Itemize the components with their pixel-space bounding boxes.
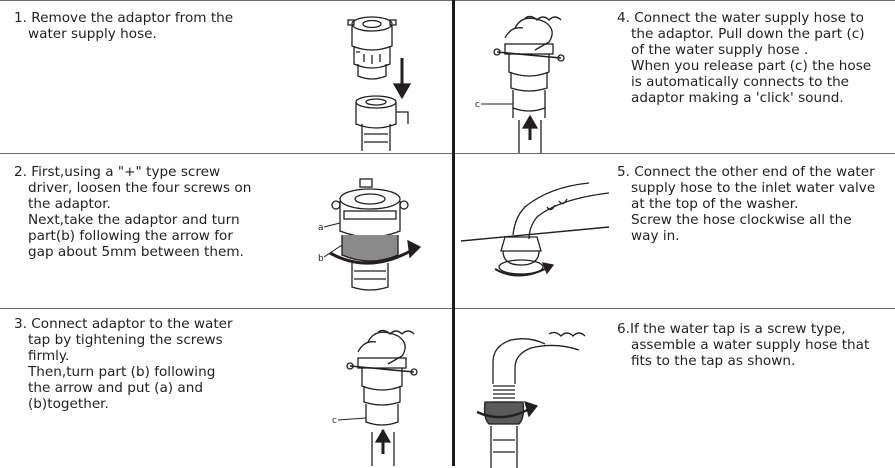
- step-4-line-6: adaptor making a 'click' sound.: [617, 90, 871, 106]
- step-4-line-1: 4. Connect the water supply hose to: [617, 10, 871, 26]
- step-2-line-4: Next,take the adaptor and turn: [14, 212, 251, 228]
- step-3-line-4: Then,turn part (b) following: [14, 364, 233, 380]
- step-5-line-2: supply hose to the inlet water valve: [617, 180, 875, 196]
- inlet-valve-illustration: [459, 177, 619, 287]
- step-2-text: 2. First,using a "+" type screw driver, …: [14, 164, 251, 260]
- step-2-line-1: 2. First,using a "+" type screw: [14, 164, 251, 180]
- step-3-line-6: (b)together.: [14, 396, 233, 412]
- step-6-line-3: fits to the tap as shown.: [617, 353, 869, 369]
- label-c: c: [475, 100, 480, 110]
- step-5-line-3: at the top of the washer.: [617, 196, 875, 212]
- step-3-cell: 3. Connect adaptor to the water tap by t…: [0, 308, 452, 468]
- label-c: c: [332, 416, 337, 426]
- step-4-line-5: is automatically connects to the: [617, 74, 871, 90]
- step-5-line-5: way in.: [617, 228, 875, 244]
- step-6-text: 6.If the water tap is a screw type, asse…: [617, 321, 869, 369]
- adaptor-removal-illustration: [330, 6, 425, 151]
- step-5-cell: 5. Connect the other end of the water su…: [455, 153, 895, 308]
- step-1-line-2: water supply hose.: [14, 26, 233, 42]
- step-2-cell: 2. First,using a "+" type screw driver, …: [0, 153, 452, 308]
- step-5-text: 5. Connect the other end of the water su…: [617, 164, 875, 244]
- step-4-line-4: When you release part (c) the hose: [617, 58, 871, 74]
- step-1-cell: 1. Remove the adaptor from the water sup…: [0, 0, 452, 153]
- step-6-cell: 6.If the water tap is a screw type, asse…: [455, 308, 895, 468]
- hose-connect-illustration: c: [465, 8, 585, 153]
- step-4-text: 4. Connect the water supply hose to the …: [617, 10, 871, 106]
- step-4-line-3: of the water supply hose .: [617, 42, 871, 58]
- step-3-line-2: tap by tightening the screws: [14, 332, 233, 348]
- step-1-text: 1. Remove the adaptor from the water sup…: [14, 10, 233, 42]
- adaptor-on-tap-illustration: c: [328, 326, 438, 466]
- step-3-line-1: 3. Connect adaptor to the water: [14, 316, 233, 332]
- step-2-line-2: driver, loosen the four screws on: [14, 180, 251, 196]
- step-5-line-4: Screw the hose clockwise all the: [617, 212, 875, 228]
- step-4-cell: c 4. Connect the water supply hose to th…: [455, 0, 895, 153]
- step-5-line-1: 5. Connect the other end of the water: [617, 164, 875, 180]
- step-1-line-1: 1. Remove the adaptor from the: [14, 10, 233, 26]
- label-a: a: [318, 223, 324, 233]
- step-3-line-5: the arrow and put (a) and: [14, 380, 233, 396]
- adaptor-screws-illustration: a b: [318, 175, 433, 295]
- step-3-line-3: firmly.: [14, 348, 233, 364]
- step-3-text: 3. Connect adaptor to the water tap by t…: [14, 316, 233, 412]
- step-4-line-2: the adaptor. Pull down the part (c): [617, 26, 871, 42]
- screw-tap-illustration: [459, 328, 599, 468]
- step-6-line-1: 6.If the water tap is a screw type,: [617, 321, 869, 337]
- step-2-line-3: the adaptor.: [14, 196, 251, 212]
- step-2-line-6: gap about 5mm between them.: [14, 244, 251, 260]
- step-6-line-2: assemble a water supply hose that: [617, 337, 869, 353]
- label-b: b: [318, 254, 324, 264]
- step-2-line-5: part(b) following the arrow for: [14, 228, 251, 244]
